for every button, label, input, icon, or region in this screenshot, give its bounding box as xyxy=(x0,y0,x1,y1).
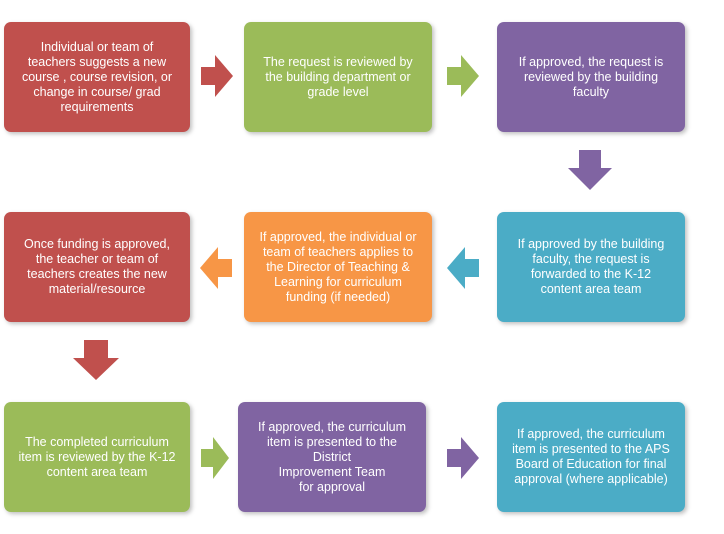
step-7-text: The completed curriculum item is reviewe… xyxy=(18,434,176,479)
step-2-text: The request is reviewed by the building … xyxy=(263,54,413,99)
step-3-box: If approved, the request is reviewed by … xyxy=(497,22,685,132)
arrow-left-icon xyxy=(447,247,479,289)
step-1-text: Individual or team of teachers suggests … xyxy=(21,39,173,114)
step-9-text: If approved, the curriculum item is pres… xyxy=(512,427,670,486)
step-5-box: If approved, the individual or team of t… xyxy=(244,212,432,322)
step-8-box: If approved, the curriculum item is pres… xyxy=(238,402,426,512)
arrow-right-icon xyxy=(201,55,233,97)
step-3-text: If approved, the request is reviewed by … xyxy=(518,54,664,99)
step-2-box: The request is reviewed by the building … xyxy=(244,22,432,132)
arrow-right-icon xyxy=(447,437,479,479)
step-6-box: Once funding is approved, the teacher or… xyxy=(4,212,190,322)
step-6-text: Once funding is approved, the teacher or… xyxy=(24,237,170,296)
step-8-text: If approved, the curriculum item is pres… xyxy=(258,419,406,494)
arrow-down-icon xyxy=(568,150,612,190)
step-1-box: Individual or team of teachers suggests … xyxy=(4,22,190,132)
step-5-text: If approved, the individual or team of t… xyxy=(259,229,417,304)
arrow-down-icon xyxy=(73,340,119,380)
step-7-box: The completed curriculum item is reviewe… xyxy=(4,402,190,512)
arrow-right-icon xyxy=(201,437,229,479)
step-4-box: If approved by the building faculty, the… xyxy=(497,212,685,322)
step-9-box: If approved, the curriculum item is pres… xyxy=(497,402,685,512)
step-4-text: If approved by the building faculty, the… xyxy=(517,237,665,296)
arrow-right-icon xyxy=(447,55,479,97)
arrow-left-icon xyxy=(200,247,232,289)
